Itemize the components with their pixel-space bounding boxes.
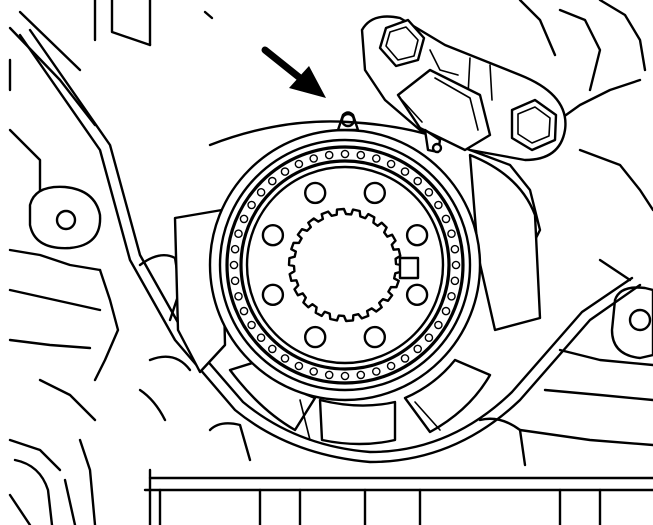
pulley-tooth-band-outer	[225, 145, 465, 385]
pulley-tooth	[447, 229, 456, 238]
pulley-tooth	[247, 320, 256, 330]
pulley-tooth	[424, 333, 434, 343]
pulley-bolt-hole	[261, 223, 285, 247]
pulley-tooth	[386, 159, 396, 169]
pulley-bolt-hole	[405, 223, 429, 247]
right-mount-boss	[610, 286, 653, 360]
pulley-bolt-hole	[363, 325, 386, 349]
left-mount-hole	[55, 209, 77, 231]
sensor-bolt-right	[510, 98, 558, 152]
pulley-tooth	[280, 354, 290, 363]
pulley-flange	[173, 153, 542, 446]
pulley-tooth	[441, 306, 451, 316]
pulley-tooth	[371, 154, 381, 163]
pulley-tooth	[450, 276, 460, 286]
pulley-tooth	[356, 150, 366, 160]
pulley-tooth	[451, 260, 461, 270]
pulley-tooth	[400, 354, 410, 363]
timing-cover	[18, 28, 642, 464]
pulley-tooth	[413, 344, 423, 354]
crank-sensor-assembly	[360, 15, 567, 162]
pulley-tooth	[371, 367, 381, 376]
pulley-tooth	[413, 176, 423, 186]
pulley-tooth	[309, 154, 319, 163]
pulley-tooth	[247, 200, 256, 210]
pulley-teeth	[229, 149, 461, 381]
pulley-tooth	[280, 167, 290, 176]
timing-mark	[208, 111, 442, 147]
pulley-bolt-hole	[304, 181, 327, 205]
pulley-tooth	[400, 167, 410, 176]
pulley-tooth	[256, 333, 266, 343]
pulley-tooth	[340, 149, 350, 159]
pulley-tooth	[434, 320, 443, 330]
pulley-tooth	[340, 371, 350, 381]
pulley-tooth	[447, 291, 456, 301]
pulley-bolt-holes	[261, 181, 429, 349]
pulley-keyway	[398, 256, 420, 280]
pulley-tooth	[267, 344, 277, 354]
pulley-tooth	[229, 260, 239, 270]
pulley-tooth	[356, 370, 366, 380]
pulley-tooth	[441, 214, 451, 224]
pulley-tooth	[230, 276, 240, 286]
pulley-tooth	[294, 361, 304, 371]
pulley-tooth	[324, 150, 334, 160]
sensor-body	[396, 68, 492, 152]
pulley-tooth	[267, 176, 277, 186]
arrow-icon	[261, 46, 326, 98]
pulley-tooth	[230, 244, 240, 254]
pulley-tooth	[309, 367, 319, 376]
pulley-bolt-hole	[304, 325, 327, 349]
pulley-tooth	[434, 200, 443, 210]
pulley-center-bore	[287, 207, 403, 323]
pulley-tooth	[234, 229, 243, 238]
pulley-hub-face	[245, 165, 445, 365]
sensor-bolt-top	[378, 18, 426, 68]
pulley-tooth	[450, 244, 460, 254]
pulley-bolt-hole	[363, 181, 386, 205]
right-mount-hole	[628, 308, 652, 332]
pulley-tooth	[234, 291, 243, 301]
pulley-tooth-band-inner	[239, 159, 451, 371]
pulley-tooth	[424, 187, 434, 197]
pulley-tooth	[239, 306, 249, 316]
pulley-bolt-hole	[405, 283, 429, 306]
pulley-rim	[218, 138, 472, 392]
pulley-tooth	[386, 361, 396, 371]
pulley-bolt-hole	[261, 283, 285, 306]
pulley-tooth	[294, 159, 304, 169]
pulley-tooth	[256, 187, 266, 197]
pulley-tooth	[239, 214, 249, 224]
left-mount-boss	[28, 185, 102, 250]
crankshaft-pulley	[208, 128, 482, 402]
pulley-tooth	[324, 370, 334, 380]
